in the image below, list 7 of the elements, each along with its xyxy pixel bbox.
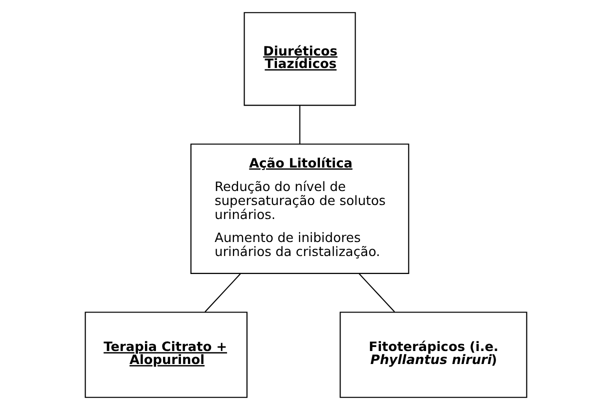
connector [204, 273, 241, 312]
node-box: Terapia Citrato + Alopurinol [84, 312, 248, 398]
node-box: Diuréticos Tiazídicos [244, 12, 356, 106]
node-box: Ação Litolítica Redução do nível de supersaturação de solutos urinários. Aumento de inibidores urinários da cristalização. [190, 144, 410, 274]
connector [299, 106, 300, 144]
connector [358, 273, 395, 312]
node-box: Fitoterápicos (i.e. Phyllantus niruri) [340, 312, 528, 398]
